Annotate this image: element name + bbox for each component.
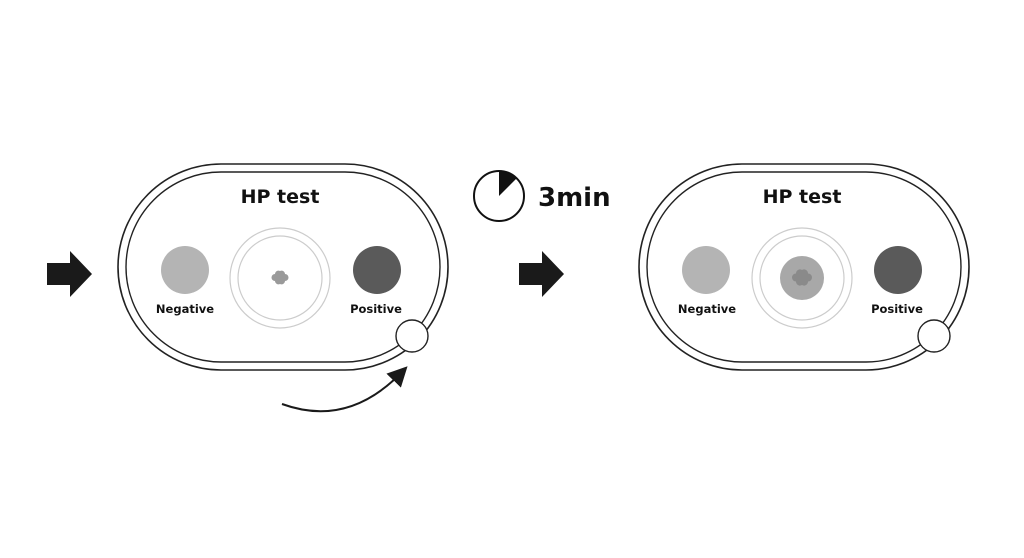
positive-control-dot: [874, 246, 922, 294]
test-device-2: HP test Negative Positive: [638, 163, 970, 371]
sample-well-inner: [237, 235, 323, 321]
rotate-knob[interactable]: [395, 319, 429, 353]
positive-control-dot: [353, 246, 401, 294]
step-arrow-1-icon: [47, 251, 92, 297]
device-inner-shell: [125, 171, 441, 363]
sample-well-outer: [229, 227, 331, 329]
negative-label: Negative: [678, 302, 736, 316]
positive-label: Positive: [350, 302, 402, 316]
timer-group: 3min: [473, 170, 611, 222]
rotate-arrow-icon: [281, 366, 408, 413]
sample-flower-icon: [792, 269, 812, 286]
negative-control-dot: [161, 246, 209, 294]
clock-elapsed-wedge: [499, 170, 517, 196]
test-device-1: HP test Negative Positive: [117, 163, 449, 413]
rotate-knob[interactable]: [917, 319, 951, 353]
step-arrow-2-icon: [519, 251, 564, 297]
device-title: HP test: [763, 186, 842, 208]
timer-label: 3min: [538, 183, 611, 213]
sample-well-outer: [751, 227, 853, 329]
device-title: HP test: [241, 186, 320, 208]
sample-well-inner: [759, 235, 845, 321]
negative-label: Negative: [156, 302, 214, 316]
device-inner-shell: [646, 171, 962, 363]
negative-control-dot: [682, 246, 730, 294]
device-outer-shell: [638, 163, 970, 371]
positive-label: Positive: [871, 302, 923, 316]
device-outer-shell: [117, 163, 449, 371]
sample-flower-icon: [271, 270, 289, 285]
